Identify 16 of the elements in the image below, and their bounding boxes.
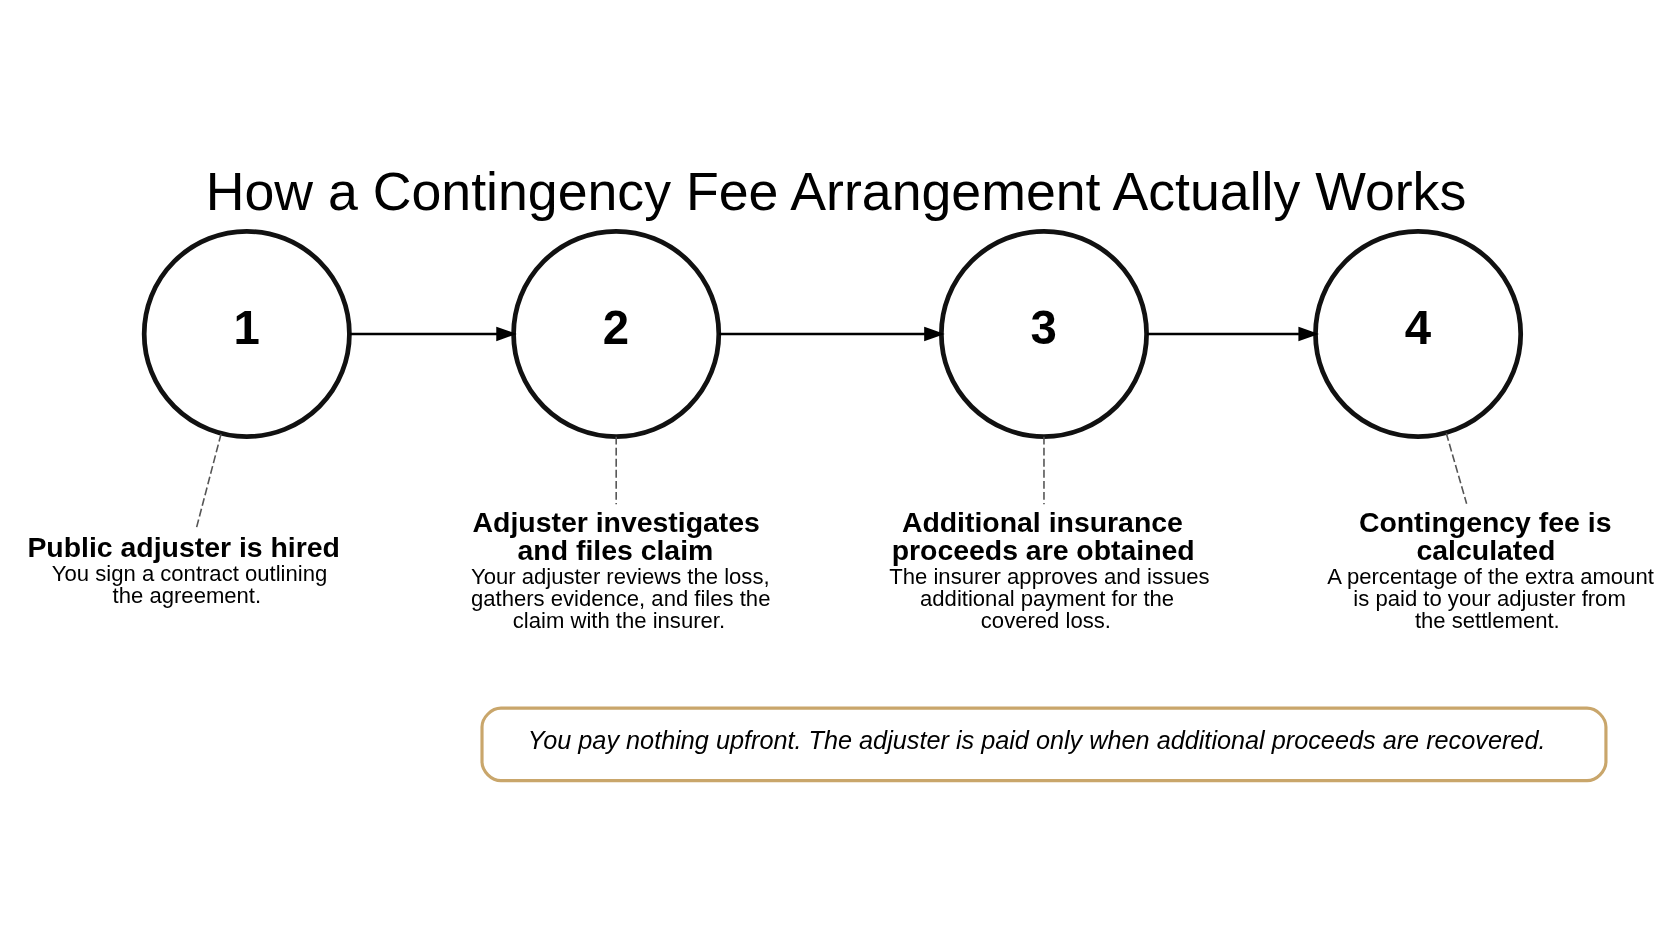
- arrow: [1147, 326, 1319, 342]
- arrow: [350, 326, 517, 342]
- node-text: Contingency fee is calculated A percentage of the extra amount is paid to your adjuster from the settlement.: [1327, 505, 1654, 633]
- node-circle: 4: [1313, 229, 1524, 439]
- node-circle: 1: [141, 229, 352, 439]
- node-text: Additional insurance proceeds are obtained The insurer approves and issues additional payment for the covered loss.: [889, 505, 1210, 633]
- node-text: Adjuster investigates and files claim Your adjuster reviews the loss, gathers evidence, and files the claim with the insurer.: [470, 505, 771, 633]
- connector: [1043, 435, 1045, 506]
- node-box: You pay nothing upfront. The adjuster is paid only when additional proceeds are recovered.: [480, 706, 1608, 783]
- arrow: [718, 326, 945, 342]
- node-circle: 2: [511, 229, 722, 439]
- connector: [1445, 432, 1468, 505]
- node-circle: 3: [939, 229, 1149, 439]
- connector: [615, 435, 617, 506]
- diagram-title: How a Contingency Fee Arrangement Actually Works: [205, 160, 1467, 221]
- node-text: Public adjuster is hired You sign a contract outlining the agreement.: [27, 531, 340, 608]
